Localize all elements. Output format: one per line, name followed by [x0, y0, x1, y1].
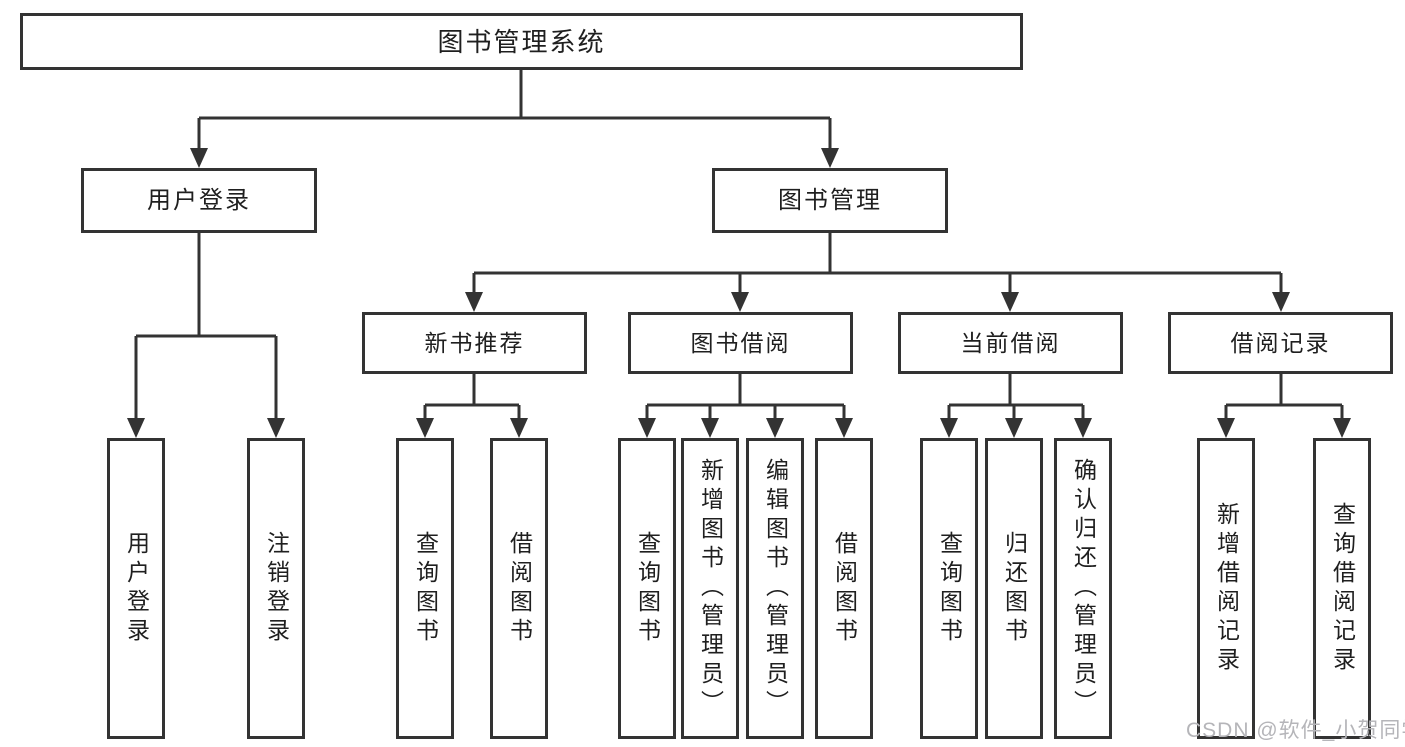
leaf-label: 借阅图书	[831, 530, 858, 647]
leaf-label: 用户登录	[123, 530, 150, 647]
leaf-label: 编辑图书（管理员）	[762, 458, 789, 719]
leaf-edit-books-admin: 编辑图书（管理员）	[746, 438, 804, 739]
leaf-query-books-borrow: 查询图书	[618, 438, 676, 739]
leaf-add-books-admin: 新增图书（管理员）	[681, 438, 739, 739]
leaf-label: 查询借阅记录	[1329, 501, 1356, 676]
node-new-book-recommend: 新书推荐	[362, 312, 587, 374]
leaf-label: 新增图书（管理员）	[697, 458, 724, 719]
leaf-label: 查询图书	[634, 530, 661, 647]
node-book-borrow: 图书借阅	[628, 312, 853, 374]
leaf-borrow-books: 借阅图书	[815, 438, 873, 739]
leaf-add-borrow-record: 新增借阅记录	[1197, 438, 1255, 739]
node-label: 图书借阅	[690, 329, 791, 356]
leaf-label: 确认归还（管理员）	[1070, 458, 1097, 719]
leaf-label: 查询图书	[936, 530, 963, 647]
node-label: 新书推荐	[424, 329, 525, 356]
leaf-label: 借阅图书	[506, 530, 533, 647]
leaf-logout: 注销登录	[247, 438, 305, 739]
leaf-label: 归还图书	[1001, 530, 1028, 647]
watermark: CSDN @软件_小贺同学	[1186, 719, 1405, 742]
node-label: 当前借阅	[960, 329, 1061, 356]
node-library-system: 图书管理系统	[20, 13, 1023, 70]
leaf-confirm-return-admin: 确认归还（管理员）	[1054, 438, 1112, 739]
node-label: 借阅记录	[1230, 329, 1331, 356]
node-current-borrow: 当前借阅	[898, 312, 1123, 374]
leaf-return-books: 归还图书	[985, 438, 1043, 739]
leaf-query-books-current: 查询图书	[920, 438, 978, 739]
leaf-query-books-recommend: 查询图书	[396, 438, 454, 739]
leaf-user-login: 用户登录	[107, 438, 165, 739]
node-book-management: 图书管理	[712, 168, 948, 233]
node-user-login: 用户登录	[81, 168, 317, 233]
node-label: 用户登录	[147, 186, 251, 214]
leaf-label: 查询图书	[412, 530, 439, 647]
node-label: 图书管理	[778, 186, 882, 214]
leaf-label: 注销登录	[263, 530, 290, 647]
node-borrow-records: 借阅记录	[1168, 312, 1393, 374]
node-label: 图书管理系统	[437, 26, 606, 57]
leaf-label: 新增借阅记录	[1213, 501, 1240, 676]
leaf-borrow-books-recommend: 借阅图书	[490, 438, 548, 739]
leaf-query-borrow-record: 查询借阅记录	[1313, 438, 1371, 739]
